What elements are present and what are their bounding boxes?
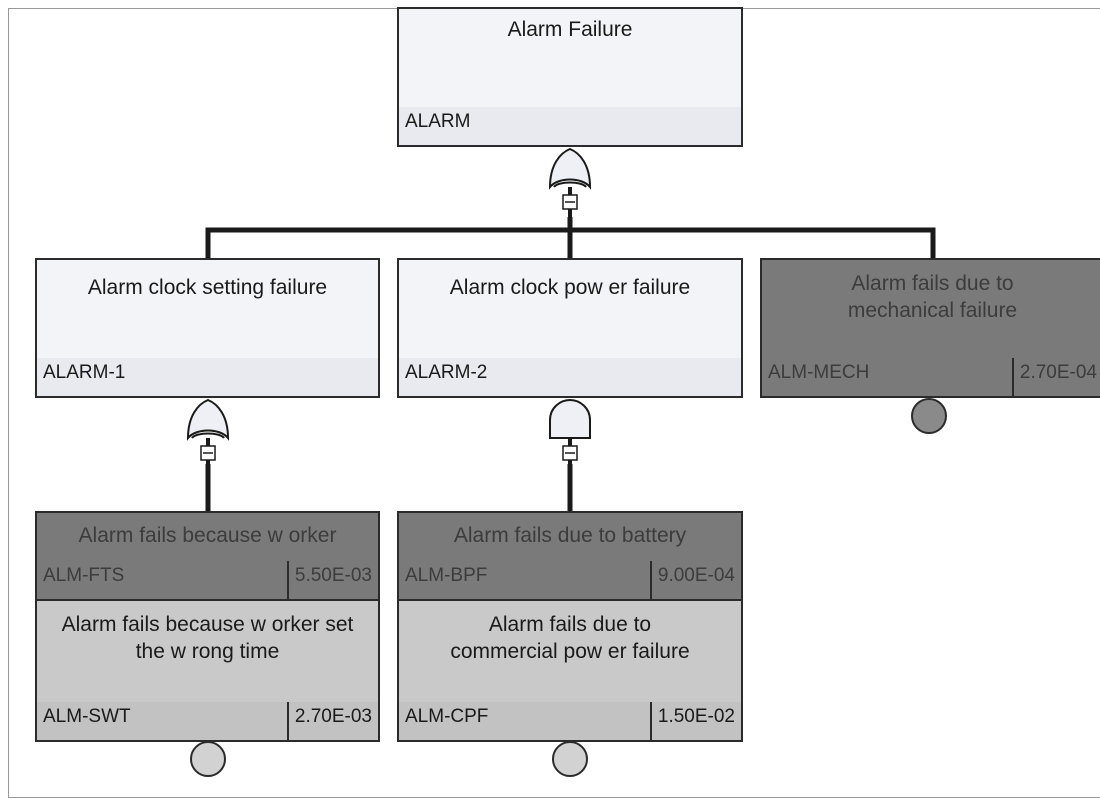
alm-cpf-node[interactable]: Alarm fails due to commercial pow er fai…: [397, 599, 743, 742]
or-gate-icon[interactable]: [184, 398, 232, 470]
node-id: ALM-BPF: [405, 565, 488, 586]
basic-event-icon[interactable]: [911, 398, 947, 434]
alm-bpf-node[interactable]: Alarm fails due to battery ALM-BPF 9.00E…: [397, 511, 743, 601]
node-description: Alarm fails because w orker: [37, 513, 378, 563]
node-probability: 5.50E-03: [286, 561, 378, 599]
alarm-2-node[interactable]: Alarm clock pow er failure ALARM-2: [397, 258, 743, 398]
node-id: ALARM: [405, 111, 471, 132]
basic-event-icon[interactable]: [190, 741, 226, 777]
node-id-row: ALM-BPF 9.00E-04: [399, 561, 741, 599]
alm-mech-node[interactable]: Alarm fails due to mechanical failure AL…: [760, 258, 1100, 398]
alarm-1-node[interactable]: Alarm clock setting failure ALARM-1: [35, 258, 380, 398]
node-id-row: ALARM-2: [399, 358, 741, 396]
node-description: Alarm fails due to mechanical failure: [762, 260, 1100, 360]
node-probability: 2.70E-03: [286, 702, 378, 740]
node-probability: 9.00E-04: [649, 561, 741, 599]
node-probability: 1.50E-02: [649, 702, 741, 740]
node-id: ALARM-2: [405, 362, 488, 383]
basic-event-icon[interactable]: [552, 741, 588, 777]
node-id-row: ALM-SWT 2.70E-03: [37, 702, 378, 740]
or-gate-icon[interactable]: [546, 147, 594, 219]
node-id-row: ALARM-1: [37, 358, 378, 396]
node-id: ALM-SWT: [43, 706, 131, 727]
node-id-row: ALM-CPF 1.50E-02: [399, 702, 741, 740]
and-gate-icon[interactable]: [546, 398, 594, 470]
node-description: Alarm fails because w orker set the w ro…: [37, 601, 378, 704]
connector-lines: [205, 217, 936, 511]
node-id-row: ALARM: [399, 107, 741, 145]
node-description: Alarm Failure: [399, 9, 741, 109]
node-id: ALARM-1: [43, 362, 126, 383]
top-event-node[interactable]: Alarm Failure ALARM: [397, 7, 743, 147]
node-description: Alarm fails due to battery: [399, 513, 741, 563]
node-probability: 2.70E-04: [1011, 358, 1100, 396]
node-id: ALM-FTS: [43, 565, 125, 586]
node-id-row: ALM-MECH 2.70E-04: [762, 358, 1100, 396]
node-description: Alarm clock pow er failure: [399, 260, 741, 360]
node-id-row: ALM-FTS 5.50E-03: [37, 561, 378, 599]
node-id: ALM-CPF: [405, 706, 489, 727]
alm-swt-node[interactable]: Alarm fails because w orker set the w ro…: [35, 599, 380, 742]
node-id: ALM-MECH: [768, 362, 870, 383]
node-description: Alarm fails due to commercial pow er fai…: [399, 601, 741, 704]
alm-fts-node[interactable]: Alarm fails because w orker ALM-FTS 5.50…: [35, 511, 380, 601]
node-description: Alarm clock setting failure: [37, 260, 378, 360]
